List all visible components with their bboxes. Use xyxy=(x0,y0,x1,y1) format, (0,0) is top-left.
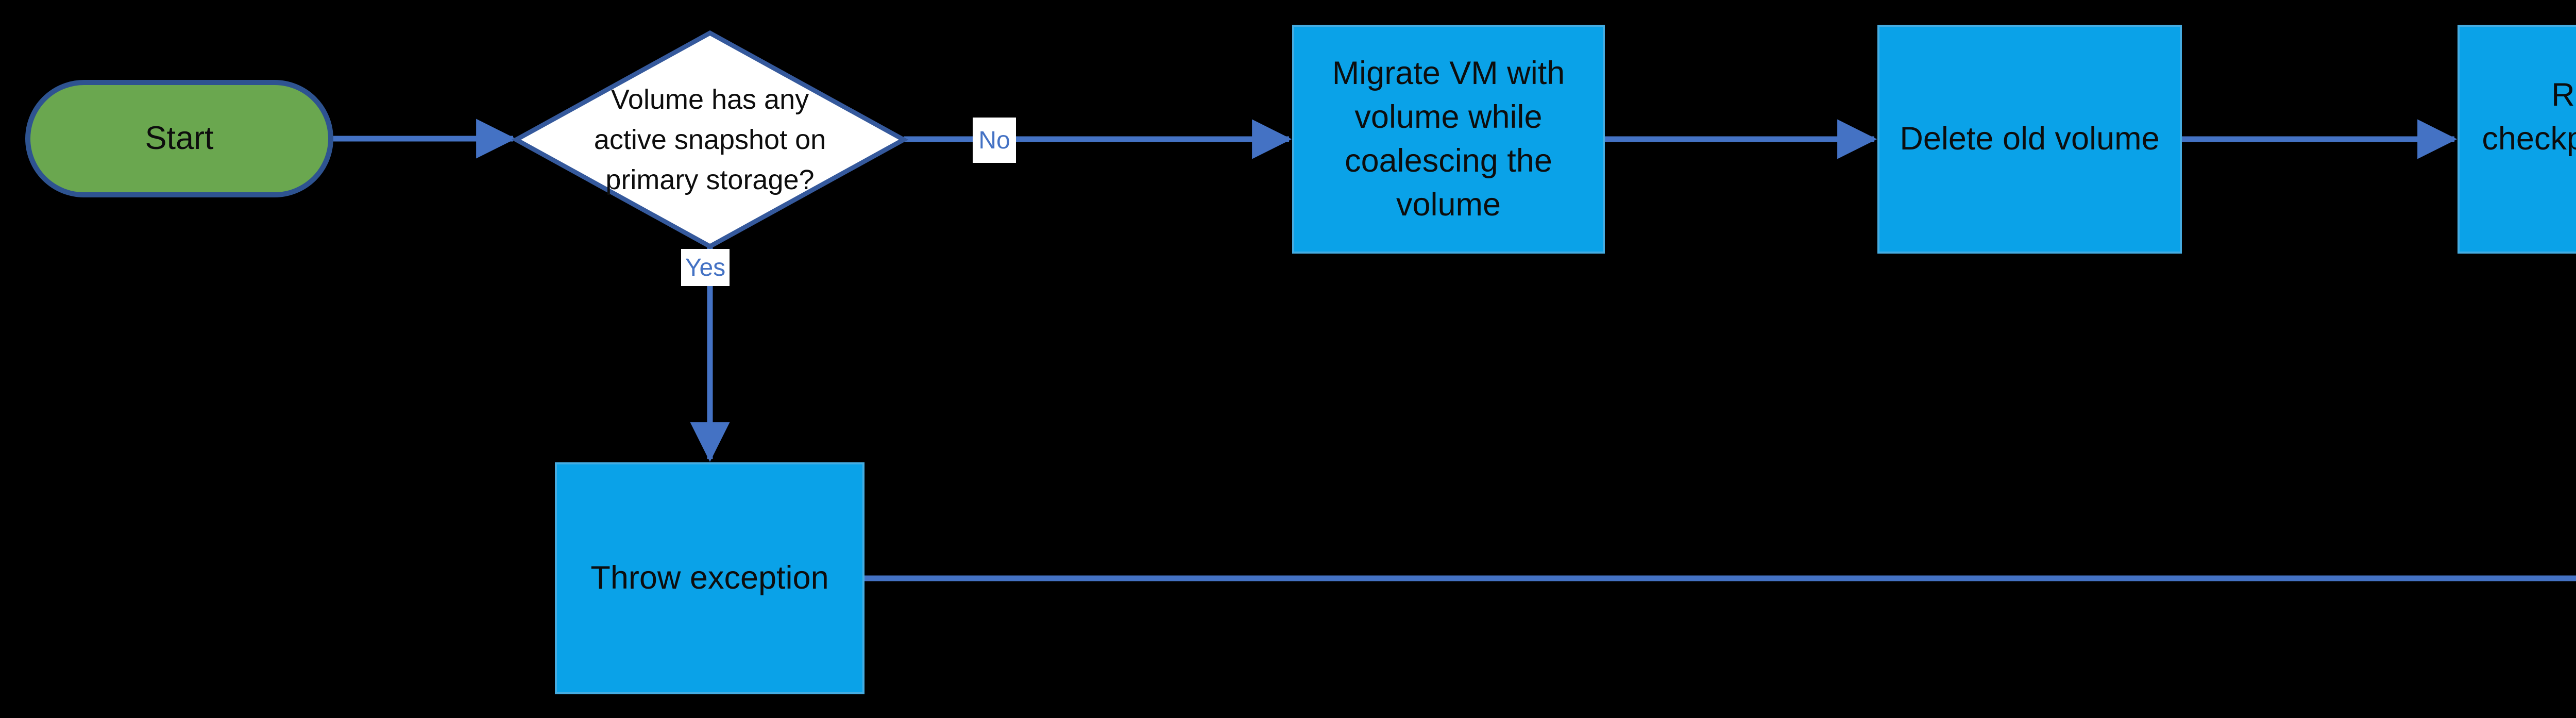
migrate-vm-node: Migrate VM with volume while coalescing … xyxy=(1292,25,1605,254)
recreate-checkpoints-node-label: Recreate checkpoints on the VM xyxy=(2482,77,2576,157)
migrate-vm-node-label: Migrate VM with volume while coalescing … xyxy=(1332,55,1565,223)
delete-volume-node: Delete old volume xyxy=(1877,25,2182,254)
start-node-label: Start xyxy=(145,120,214,157)
decision-node-label: Volume has any active snapshot on primar… xyxy=(594,84,826,196)
throw-exception-node: Throw exception xyxy=(555,462,865,694)
edge-label-no: No xyxy=(973,118,1016,163)
edge-label-yes: Yes xyxy=(681,249,730,286)
edge-throw-to-end xyxy=(865,575,2576,581)
start-node: Start xyxy=(25,80,333,197)
throw-exception-node-label: Throw exception xyxy=(590,560,829,596)
decision-diamond xyxy=(511,30,909,249)
delete-volume-node-label: Delete old volume xyxy=(1900,121,2160,157)
recreate-checkpoints-node: Recreate checkpoints on the VM xyxy=(2458,25,2576,254)
